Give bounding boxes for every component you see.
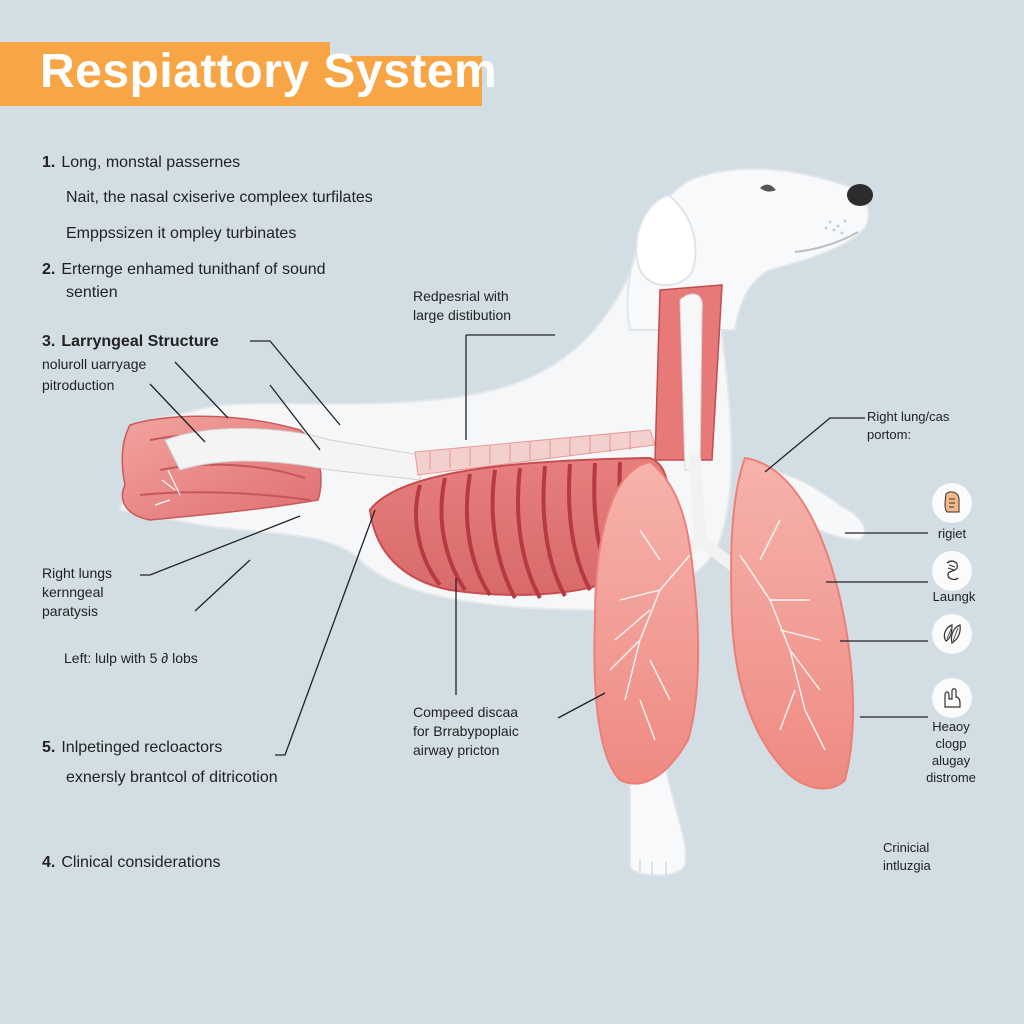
item-3-number: 3. <box>42 333 56 350</box>
label-item-3-sub-1: noluroll uarryage <box>42 356 147 372</box>
label-center-top-line-2: large distibution <box>413 307 512 323</box>
item-2-text: Erternge enhamed tunithanf of sound <box>61 261 326 278</box>
label-paralysis: paratysis <box>42 603 99 619</box>
label-clinical-line-1: Crinicial <box>883 840 930 855</box>
title-highlight-lower <box>0 56 482 106</box>
label-right-lungs: Right lungs <box>42 565 113 581</box>
label-center-bottom-line-1: Compeed discaa <box>413 704 519 720</box>
label-right-lung-portion-line-1: Right lung/cas <box>867 409 950 424</box>
lung-leaf-icon <box>943 624 961 644</box>
larynx-icon <box>946 560 959 581</box>
icon-badge-larynx <box>932 551 972 591</box>
icon-badge-nasal <box>932 483 972 523</box>
label-clinical-line-2: intluzgia <box>883 858 931 873</box>
leader-lines <box>140 334 928 756</box>
item-1-number: 1. <box>42 154 56 171</box>
airway-icon <box>944 688 961 708</box>
item-4-text: Clinical considerations <box>61 854 221 871</box>
item-5-text: Inlpetinged recloactors <box>61 739 223 756</box>
item-2-number: 2. <box>42 261 56 278</box>
label-center-top-line-1: Redpesrial with <box>413 288 509 304</box>
icon-badge-lung <box>932 614 972 654</box>
label-item-2-line-2: sentien <box>66 284 118 301</box>
label-item-1-sub-2: Emppssizen it ompley turbinates <box>66 225 297 242</box>
label-item-2: 2. Erternge enhamed tunithanf of sound <box>42 260 326 280</box>
label-left-lulp: Left: lulp with 5 ∂ lobs <box>64 650 198 666</box>
label-item-1: 1. Long, monstal passernes <box>42 153 240 173</box>
page-title: Respiattory System <box>40 45 498 98</box>
rib-cage <box>368 456 669 599</box>
label-icon-1: rigiet <box>937 526 967 541</box>
label-item-5-sub: exnersly brantcol of ditricotion <box>66 769 278 786</box>
label-icon-2: Laungk <box>932 589 976 604</box>
icon-badge-airway <box>932 678 972 718</box>
item-5-number: 5. <box>42 739 56 756</box>
lungs <box>593 456 855 790</box>
label-icon-4: Heaoy clogp alugay distrome <box>926 719 976 785</box>
item-1-text: Long, monstal passernes <box>61 154 241 171</box>
label-kerngeal: kernngeal <box>42 584 104 600</box>
label-item-3: 3. Larryngeal Structure <box>42 332 219 352</box>
label-center-bottom-line-2: for Brrabypoplaic <box>413 723 519 739</box>
label-item-4: 4. Clinical considerations <box>42 853 221 873</box>
label-center-bottom-line-3: airway pricton <box>413 742 500 758</box>
label-right-lung-portion-line-2: portom: <box>867 427 912 442</box>
nasal-anatomy-icon <box>944 491 960 513</box>
item-3-text: Larryngeal Structure <box>61 333 219 350</box>
item-4-number: 4. <box>42 854 56 871</box>
label-item-5: 5. Inlpetinged recloactors <box>42 738 222 758</box>
label-item-3-sub-2: pitroduction <box>42 377 115 393</box>
title-banner: Respiattory System <box>0 42 560 110</box>
label-item-1-sub-1: Nait, the nasal cxiserive compleex turfi… <box>66 189 373 206</box>
